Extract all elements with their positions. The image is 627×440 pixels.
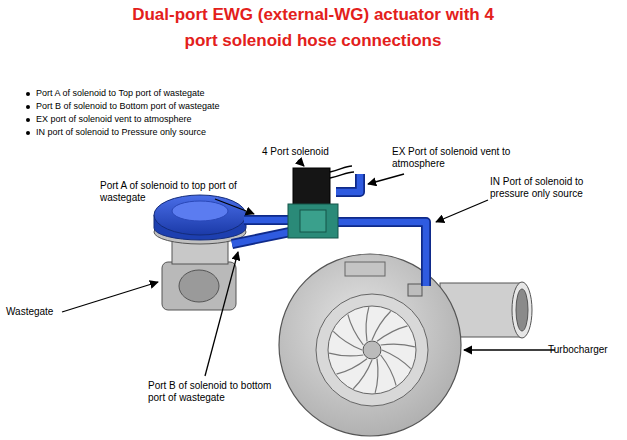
part-label: Port A of solenoid to top port of wasteg… [100,180,284,204]
part-label: 4 Port solenoid [262,146,357,158]
bullet-note: EX port of solenoid vent to atmosphere [36,114,296,125]
wastegate [154,195,246,310]
bullet-note: Port A of solenoid to Top port of wasteg… [36,88,296,99]
leader-arrows [62,160,555,376]
turbocharger [279,254,532,436]
part-label: Wastegate [6,306,86,318]
title: Dual-port EWG (external-WG) actuator wit… [118,2,508,54]
part-label: IN Port of solenoid to pressure only sou… [490,176,618,200]
solenoid [288,166,354,238]
part-label: Turbocharger [548,344,622,356]
bullet-note: Port B of solenoid to Bottom port of was… [36,101,296,112]
part-label: EX Port of solenoid vent to atmosphere [392,146,530,170]
bullet-dots [26,92,30,135]
part-label: Port B of solenoid to bottom port of was… [148,380,284,404]
bullet-note: IN port of solenoid to Pressure only sou… [36,127,296,138]
